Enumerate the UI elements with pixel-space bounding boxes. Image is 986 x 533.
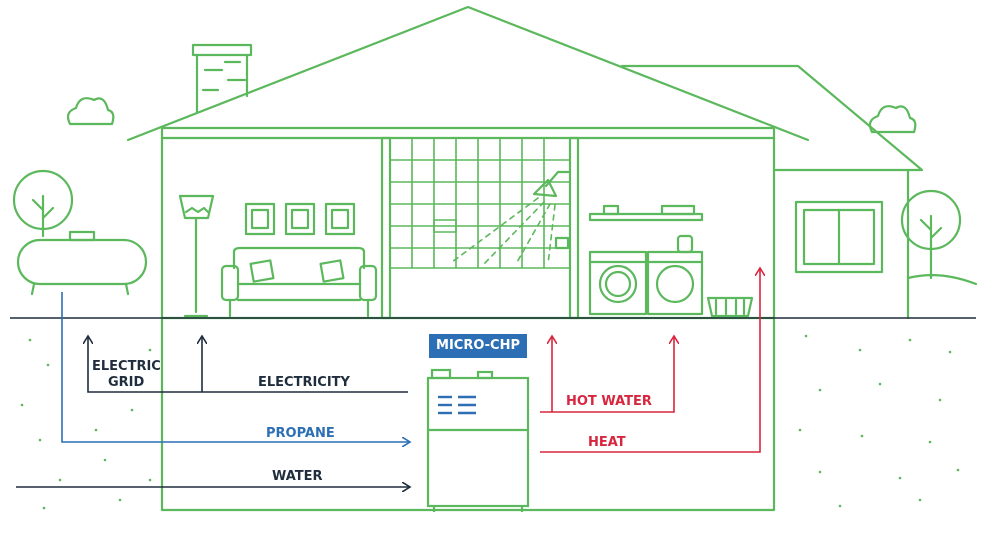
electric-grid-label-1: ELECTRIC <box>92 359 161 374</box>
propane-label: PROPANE <box>266 426 335 441</box>
picture-frame-icon <box>244 202 356 236</box>
propane-tank-icon <box>16 230 148 296</box>
heat-label: HEAT <box>588 435 626 450</box>
propane-flow <box>61 292 410 442</box>
water-label: WATER <box>272 469 323 484</box>
bathroom-tiles <box>389 137 571 269</box>
tree-icon <box>12 169 74 238</box>
sofa-icon <box>220 246 378 318</box>
heat-flow <box>540 268 760 453</box>
micro-chp-unit <box>426 368 530 512</box>
house-walls <box>160 126 910 320</box>
electric-grid-flow <box>88 336 408 393</box>
cloud-icon <box>66 97 115 126</box>
tree-icon <box>900 189 962 280</box>
washer-icon <box>588 250 648 316</box>
hot-water-label: HOT WATER <box>566 394 652 409</box>
dryer-icon <box>646 234 704 316</box>
unit-vent-icon <box>438 395 476 415</box>
window-icon <box>794 200 884 274</box>
chimney-icon <box>191 43 253 114</box>
cloud-icon <box>868 105 917 134</box>
side-roof <box>620 64 924 172</box>
soil-dots <box>20 334 960 510</box>
laundry-basket-icon <box>706 296 754 318</box>
electricity-label: ELECTRICITY <box>258 375 351 390</box>
floor-lamp-icon <box>178 194 215 318</box>
micro-chp-badge: MICRO-CHP <box>429 334 527 358</box>
shower-head-icon <box>451 170 572 265</box>
hot-water-flow <box>540 336 674 413</box>
electric-grid-label-2: GRID <box>108 375 145 390</box>
main-roof <box>126 5 810 142</box>
shelf-icon <box>588 204 704 222</box>
